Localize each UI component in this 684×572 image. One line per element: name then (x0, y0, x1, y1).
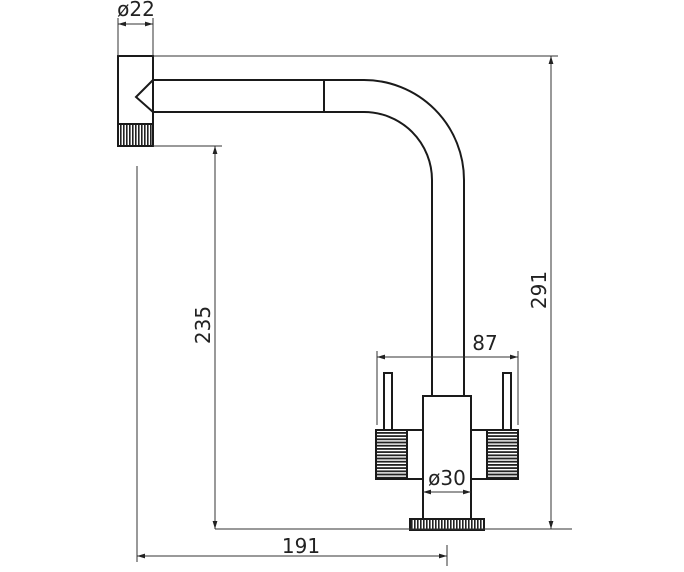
base-nut (409, 518, 485, 531)
dimension-spout-diameter: ø22 (117, 0, 155, 56)
dimension-label: ø30 (428, 466, 466, 490)
dimension-body-diameter: ø30 (423, 466, 471, 495)
dimension-label: ø22 (117, 0, 155, 21)
dimension-reach: 191 (136, 166, 448, 566)
faucet-body (375, 372, 519, 531)
dimension-label: 235 (191, 306, 215, 344)
left-handle-knurl (375, 429, 408, 480)
right-lever (502, 372, 512, 431)
left-lever (383, 372, 393, 431)
dimension-label: 87 (472, 331, 497, 355)
spout-pipe (153, 79, 465, 396)
dimension-spout-clearance: 235 (153, 145, 222, 529)
dimension-label: 291 (527, 271, 551, 309)
aerator-knurl (117, 123, 154, 147)
dimension-handle-span: 87 (376, 331, 519, 425)
dimension-total-height: 291 (153, 55, 558, 529)
dimension-label: 191 (282, 534, 320, 558)
right-handle-knurl (486, 429, 519, 480)
spout-head (117, 55, 154, 147)
